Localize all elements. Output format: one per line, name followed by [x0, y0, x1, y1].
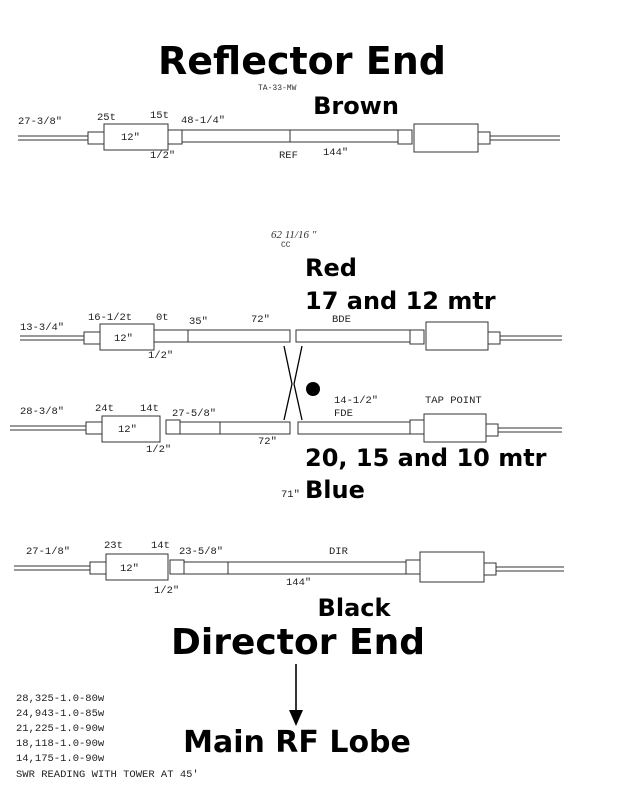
dir-gap: 1/2" — [154, 585, 179, 597]
fde-tip-length: 28-3/8" — [20, 406, 64, 418]
black-label: Black — [318, 594, 392, 622]
swr-reading: 14,175-1.0-90w — [16, 753, 105, 765]
ref-center: 144" — [323, 147, 348, 159]
bde-tip-length: 13-3/4" — [20, 322, 64, 334]
fde-name: FDE — [334, 408, 353, 420]
dir-center: 144" — [286, 577, 311, 589]
ref-gap: 1/2" — [150, 150, 175, 162]
bde-turns-a: 16-1/2t — [88, 312, 132, 324]
director-element — [14, 551, 564, 583]
fde-turns-b: 14t — [140, 403, 159, 415]
swr-reading: 18,118-1.0-90w — [16, 738, 105, 750]
ref-name: REF — [279, 150, 298, 162]
dir-length: 23-5/8" — [179, 546, 223, 558]
crossover-feed — [283, 345, 303, 421]
fde-half: 72" — [258, 436, 277, 448]
bde-turns-b: 0t — [156, 312, 169, 324]
fde-other-length: 71" — [281, 489, 300, 501]
spacing-note: 62 11/16 " — [271, 229, 317, 241]
fde-turns-a: 24t — [95, 403, 114, 415]
reflector-end-title: Reflector End — [158, 39, 446, 83]
swr-note: SWR READING WITH TOWER AT 45' — [16, 769, 199, 781]
swr-reading: 28,325-1.0-80w — [16, 693, 105, 705]
ref-tip-length: 27-3/8" — [18, 116, 62, 128]
dir-coil-length: 12" — [120, 563, 139, 575]
bde-element — [20, 321, 562, 351]
dir-turns-b: 14t — [151, 540, 170, 552]
ref-turns-b: 15t — [150, 110, 169, 122]
fde-length: 27-5/8" — [172, 408, 216, 420]
bde-coil-length: 12" — [114, 333, 133, 345]
main-rf-lobe-title: Main RF Lobe — [183, 725, 411, 760]
blue-label: Blue — [305, 476, 365, 504]
bands-2010-label: 20, 15 and 10 mtr — [305, 444, 547, 472]
brown-label: Brown — [313, 92, 399, 120]
ref-coil-length: 12" — [121, 132, 140, 144]
ref-turns-a: 25t — [97, 112, 116, 124]
swr-reading: 21,225-1.0-90w — [16, 723, 105, 735]
reflector-element — [18, 123, 560, 153]
dir-name: DIR — [329, 546, 349, 558]
bde-name: BDE — [332, 314, 351, 326]
swr-reading: 24,943-1.0-85w — [16, 708, 105, 720]
fde-tap-label: TAP POINT — [425, 395, 482, 407]
bde-half: 72" — [251, 314, 270, 326]
fde-element — [10, 413, 562, 443]
red-label: Red — [305, 254, 357, 282]
dir-tip-length: 27-1/8" — [26, 546, 70, 558]
fde-tap-length: 14-1/2" — [334, 395, 378, 407]
bde-gap: 1/2" — [148, 350, 173, 362]
spacing-cc: CC — [281, 241, 291, 250]
swr-readings: 28,325-1.0-80w 24,943-1.0-85w 21,225-1.0… — [16, 693, 199, 781]
rf-direction-arrow — [289, 664, 303, 726]
ref-length: 48-1/4" — [181, 115, 225, 127]
fde-coil-length: 12" — [118, 424, 137, 436]
director-end-title: Director End — [171, 622, 425, 663]
fde-gap: 1/2" — [146, 444, 171, 456]
model-label: TA-33-MW — [258, 84, 297, 93]
red-bands-label: 17 and 12 mtr — [305, 287, 496, 315]
feed-point-dot — [306, 382, 320, 396]
dir-turns-a: 23t — [104, 540, 123, 552]
bde-length: 35" — [189, 316, 208, 328]
